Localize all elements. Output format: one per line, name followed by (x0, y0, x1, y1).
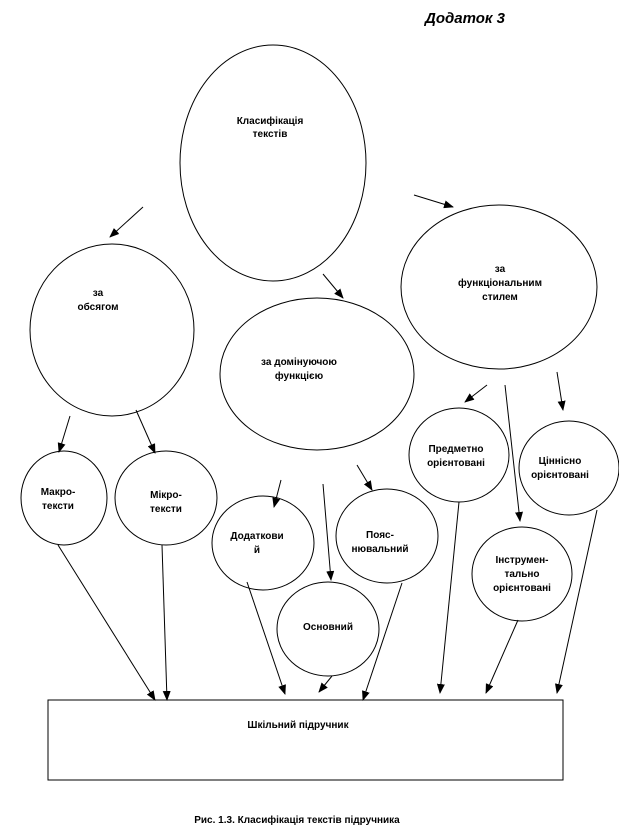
node-main: Основний (276, 581, 380, 677)
arrow (464, 384, 488, 403)
node-micro-texts: Мікро-тексти (114, 450, 218, 546)
svg-text:Пояс-нювальний: Пояс-нювальний (352, 530, 409, 555)
arrow (504, 384, 523, 522)
arrow (556, 371, 566, 411)
node-explanatory: Пояс-нювальний (335, 488, 439, 584)
arrow (57, 544, 156, 701)
node-macro-texts: Макро-тексти (20, 450, 108, 546)
arrow (135, 409, 156, 454)
arrow (246, 581, 286, 695)
arrows (57, 194, 598, 701)
arrow (485, 619, 519, 694)
arrow (57, 415, 71, 453)
arrow (109, 206, 144, 238)
arrow (322, 273, 344, 299)
figure-caption: Рис. 1.3. Класифікація текстів підручник… (194, 814, 400, 826)
arrow (362, 582, 403, 701)
node-school-textbook: Шкільний підручник (47, 699, 564, 781)
svg-text:Мікро-тексти: Мікро-тексти (150, 490, 182, 515)
svg-text:Основний: Основний (303, 622, 353, 633)
svg-text:Макро-тексти: Макро-тексти (41, 487, 76, 512)
svg-text:Шкільний підручник: Шкільний підручник (247, 720, 349, 731)
arrow (318, 675, 333, 693)
arrow (161, 544, 171, 701)
arrow (322, 483, 335, 581)
arrow (555, 509, 598, 694)
arrow (436, 501, 460, 694)
appendix-title: Додаток 3 (423, 10, 506, 27)
arrow (356, 464, 373, 491)
arrow (413, 194, 454, 209)
arrow (272, 479, 282, 508)
